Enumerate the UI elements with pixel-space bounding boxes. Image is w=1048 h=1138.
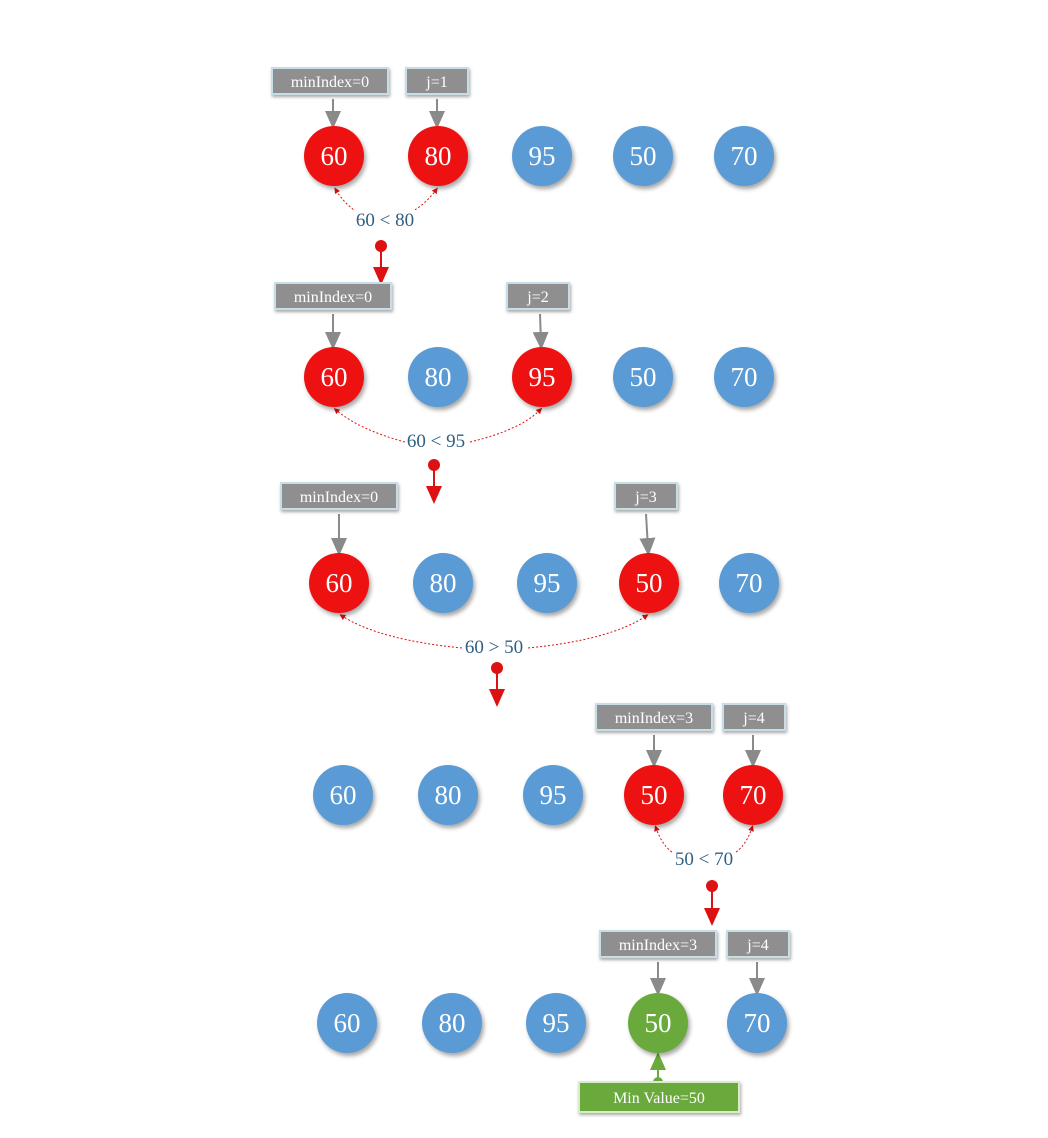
comparison-text: 60 < 80 — [353, 210, 417, 232]
array-node: 95 — [523, 765, 583, 825]
comparison-curve — [469, 407, 543, 443]
array-node: 95 — [517, 553, 577, 613]
comparison-curve — [333, 408, 406, 443]
array-node: 70 — [723, 765, 783, 825]
array-node: 60 — [309, 553, 369, 613]
array-node: 80 — [408, 347, 468, 407]
array-node: 50 — [613, 347, 673, 407]
comparison-text: 60 < 95 — [404, 431, 468, 453]
comparison-curve — [735, 825, 754, 853]
array-node: 50 — [613, 126, 673, 186]
j-pointer-label: j=4 — [726, 930, 790, 958]
array-node: 80 — [422, 993, 482, 1053]
array-node: 50 — [628, 993, 688, 1053]
array-node: 80 — [418, 765, 478, 825]
min-index-pointer-label: minIndex=3 — [599, 930, 717, 958]
array-node: 80 — [408, 126, 468, 186]
array-node: 60 — [304, 347, 364, 407]
min-index-pointer-label: minIndex=0 — [280, 482, 398, 510]
comparison-curve — [654, 825, 673, 853]
array-node: 80 — [413, 553, 473, 613]
comparison-text: 60 > 50 — [462, 637, 526, 659]
min-value-result-label: Min Value=50 — [578, 1081, 740, 1113]
array-node: 70 — [727, 993, 787, 1053]
pointer-arrow — [639, 513, 656, 556]
j-pointer-label: j=4 — [722, 703, 786, 731]
min-index-pointer-label: minIndex=0 — [274, 282, 392, 310]
array-node: 50 — [624, 765, 684, 825]
array-node: 70 — [714, 347, 774, 407]
comparison-curve — [527, 614, 649, 649]
array-node: 95 — [526, 993, 586, 1053]
comparison-text: 50 < 70 — [672, 849, 736, 871]
min-index-pointer-label: minIndex=3 — [595, 703, 713, 731]
comparison-curve — [334, 187, 361, 215]
pointer-arrow — [532, 313, 549, 350]
array-node: 70 — [719, 553, 779, 613]
j-pointer-label: j=3 — [614, 482, 678, 510]
array-node: 60 — [313, 765, 373, 825]
j-pointer-label: j=1 — [405, 67, 469, 95]
array-node: 60 — [317, 993, 377, 1053]
array-node: 95 — [512, 347, 572, 407]
j-pointer-label: j=2 — [506, 282, 570, 310]
array-node: 50 — [619, 553, 679, 613]
min-index-pointer-label: minIndex=0 — [271, 67, 389, 95]
comparison-curve — [339, 614, 463, 649]
array-node: 60 — [304, 126, 364, 186]
array-node: 70 — [714, 126, 774, 186]
array-node: 95 — [512, 126, 572, 186]
